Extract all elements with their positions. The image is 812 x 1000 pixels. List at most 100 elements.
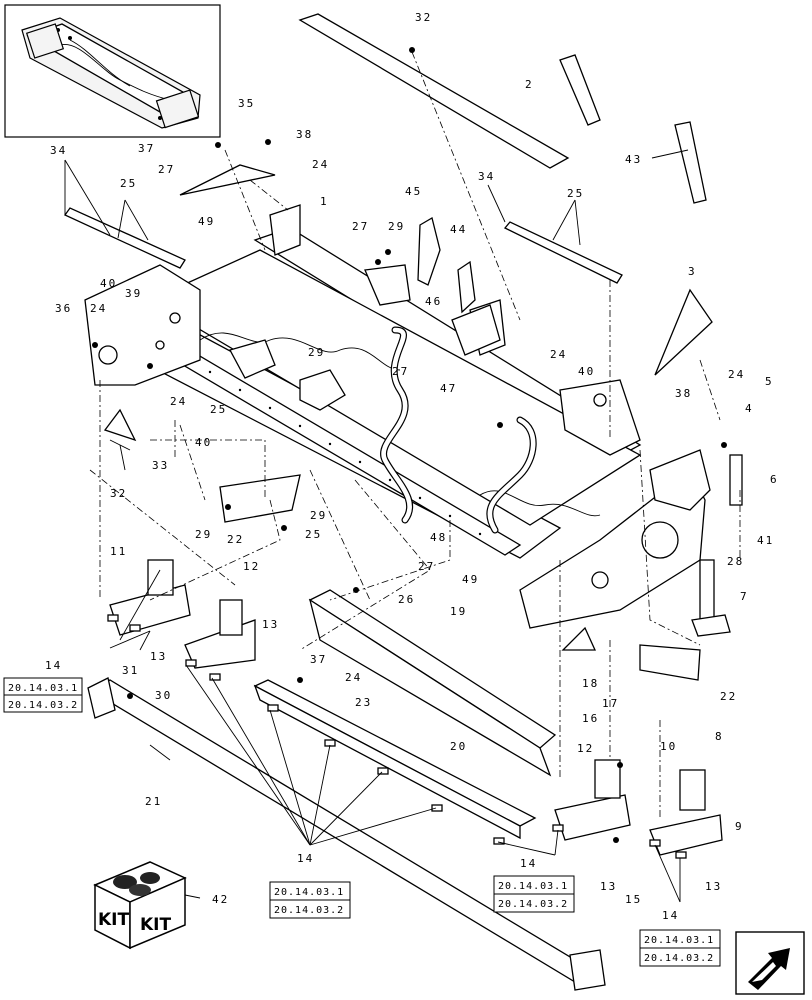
callout-49: 49 [198,215,215,228]
callout-22: 22 [227,533,244,546]
ref-box-center[interactable]: 20.14.03.1 20.14.03.2 [269,881,351,919]
wear-pads [107,614,687,859]
callout-32: 32 [110,487,127,500]
callout-24: 24 [170,395,187,408]
overview-thumbnail[interactable] [4,4,221,138]
callout-19: 19 [450,605,467,618]
callout-14: 14 [45,659,62,672]
callout-28: 28 [727,555,744,568]
callout-45: 45 [405,185,422,198]
callout-29: 29 [388,220,405,233]
callout-27: 27 [418,560,435,573]
callout-12: 12 [243,560,260,573]
callout-numbers: 1 2 3 4 5 6 7 8 9 10 11 12 12 12 13 13 1… [45,11,779,922]
ref-rc-top: 20.14.03.1 [498,881,568,892]
callout-31: 31 [122,664,139,677]
callout-2: 2 [525,78,534,91]
callout-13: 13 [600,880,617,893]
callout-36: 36 [55,302,72,315]
callout-12: 12 [577,742,594,755]
callout-20: 20 [450,740,467,753]
callout-22: 22 [720,690,737,703]
callout-39: 39 [125,287,142,300]
callout-27: 27 [352,220,369,233]
callout-27: 27 [392,365,409,378]
callout-29: 29 [310,509,327,522]
callout-14: 14 [662,909,679,922]
ref-center-bottom: 20.14.03.2 [274,905,344,916]
callout-7: 7 [740,590,749,603]
callout-24: 24 [312,158,329,171]
callout-24: 24 [728,368,745,381]
loose-parts [64,13,743,991]
callout-14: 14 [520,857,537,870]
callout-16: 16 [582,712,599,725]
callout-8: 8 [715,730,724,743]
frame-holes [208,370,482,536]
callout-24: 24 [90,302,107,315]
callout-48: 48 [430,531,447,544]
callout-30: 30 [155,689,172,702]
leader-lines [64,149,689,903]
ref-center-top: 20.14.03.1 [274,887,344,898]
callout-13: 13 [150,650,167,663]
callout-14: 14 [297,852,314,865]
callout-41: 41 [757,534,774,547]
main-frame [84,204,711,629]
callout-24: 24 [550,348,567,361]
assembly-lines [89,51,741,820]
callout-35: 35 [238,97,255,110]
callout-18: 18 [582,677,599,690]
callout-10: 10 [660,740,677,753]
ref-box-right[interactable]: 20.14.03.1 20.14.03.2 [639,929,721,967]
ref-rc-bottom: 20.14.03.2 [498,899,568,910]
callout-25: 25 [305,528,322,541]
callout-42: 42 [212,893,229,906]
callout-49: 49 [462,573,479,586]
callout-15: 15 [625,893,642,906]
ref-left-bottom: 20.14.03.2 [8,700,78,711]
ref-box-right-center[interactable]: 20.14.03.1 20.14.03.2 [493,875,575,913]
kit-box-icon: KIT KIT [93,861,187,950]
callout-24: 24 [345,671,362,684]
callout-47: 47 [440,382,457,395]
callout-32: 32 [415,11,432,24]
callout-4: 4 [745,402,754,415]
callout-46: 46 [425,295,442,308]
kit-label-right: KIT [140,915,171,935]
ref-box-left[interactable]: 20.14.03.1 20.14.03.2 [3,677,83,713]
callout-26: 26 [398,593,415,606]
callout-40: 40 [578,365,595,378]
ref-left-top: 20.14.03.1 [8,683,78,694]
callout-37: 37 [138,142,155,155]
fasteners [92,47,727,843]
callout-21: 21 [145,795,162,808]
callout-29: 29 [195,528,212,541]
ref-right-top: 20.14.03.1 [644,935,714,946]
navigation-arrow-icon[interactable] [735,931,805,995]
callout-3: 3 [688,265,697,278]
callout-25: 25 [567,187,584,200]
callout-13: 13 [705,880,722,893]
kit-label-left: KIT [98,910,129,930]
callout-11: 11 [110,545,127,558]
callout-33: 33 [152,459,169,472]
callout-1: 1 [320,195,329,208]
callout-23: 23 [355,696,372,709]
callout-43: 43 [625,153,642,166]
callout-25: 25 [120,177,137,190]
callout-13: 13 [262,618,279,631]
callout-40: 40 [100,277,117,290]
callout-44: 44 [450,223,467,236]
callout-17: 17 [602,697,619,710]
callout-9: 9 [735,820,744,833]
callout-27: 27 [158,163,175,176]
callout-38: 38 [675,387,692,400]
callout-6: 6 [770,473,779,486]
callout-37: 37 [310,653,327,666]
callout-34: 34 [478,170,495,183]
callout-29: 29 [308,346,325,359]
callout-38: 38 [296,128,313,141]
ref-right-bottom: 20.14.03.2 [644,953,714,964]
